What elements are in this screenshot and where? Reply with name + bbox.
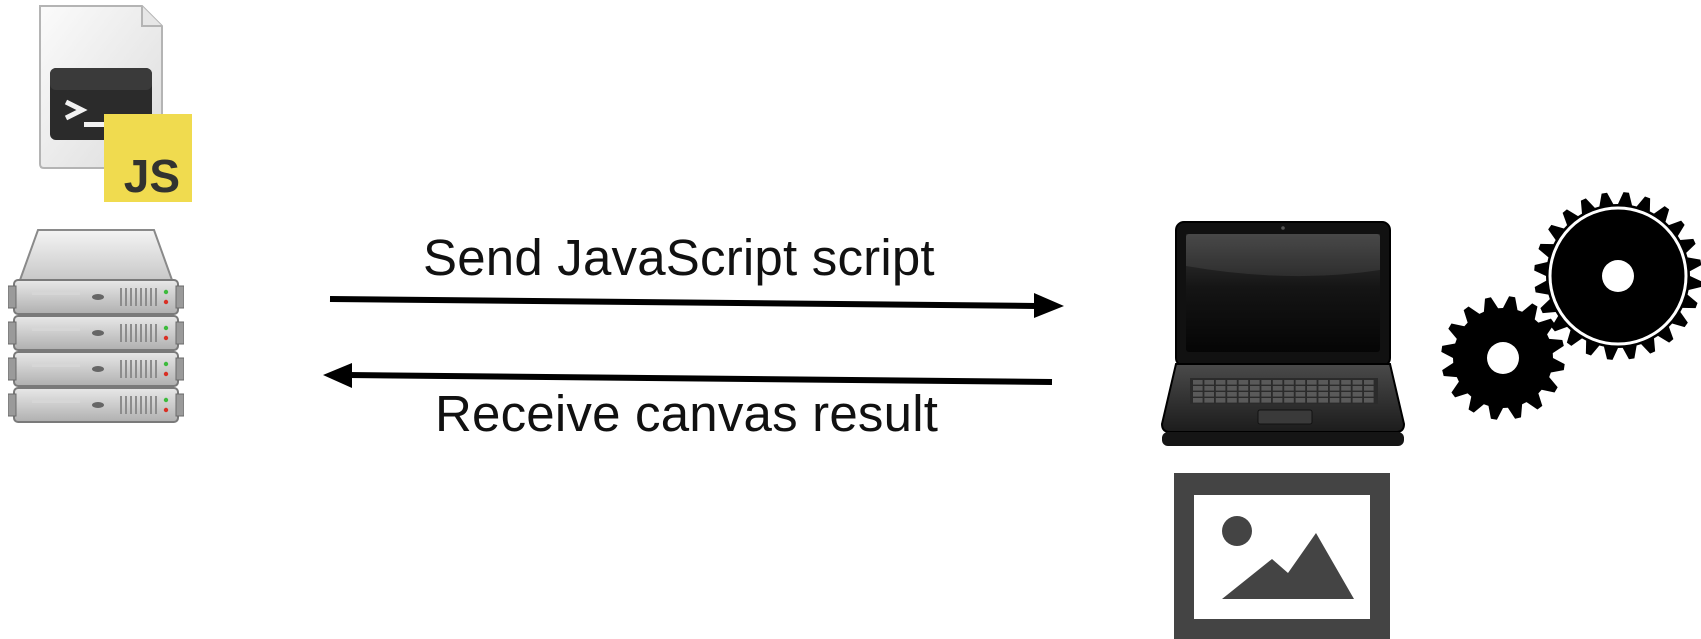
gear-small-icon bbox=[1441, 296, 1565, 420]
image-icon bbox=[1174, 473, 1390, 639]
js-badge-label: JS bbox=[124, 150, 180, 202]
receive-arrow bbox=[323, 363, 1053, 388]
receive-label: Receive canvas result bbox=[435, 385, 939, 442]
server-rack-icon bbox=[8, 229, 184, 423]
gears-icon bbox=[1441, 192, 1701, 420]
laptop-icon bbox=[1160, 221, 1406, 446]
send-arrow bbox=[329, 293, 1064, 318]
js-badge bbox=[104, 114, 192, 202]
js-script-file-icon: JS bbox=[39, 5, 192, 202]
arrows bbox=[323, 293, 1064, 388]
gear-large-icon bbox=[1534, 192, 1701, 360]
send-label: Send JavaScript script bbox=[423, 229, 935, 286]
